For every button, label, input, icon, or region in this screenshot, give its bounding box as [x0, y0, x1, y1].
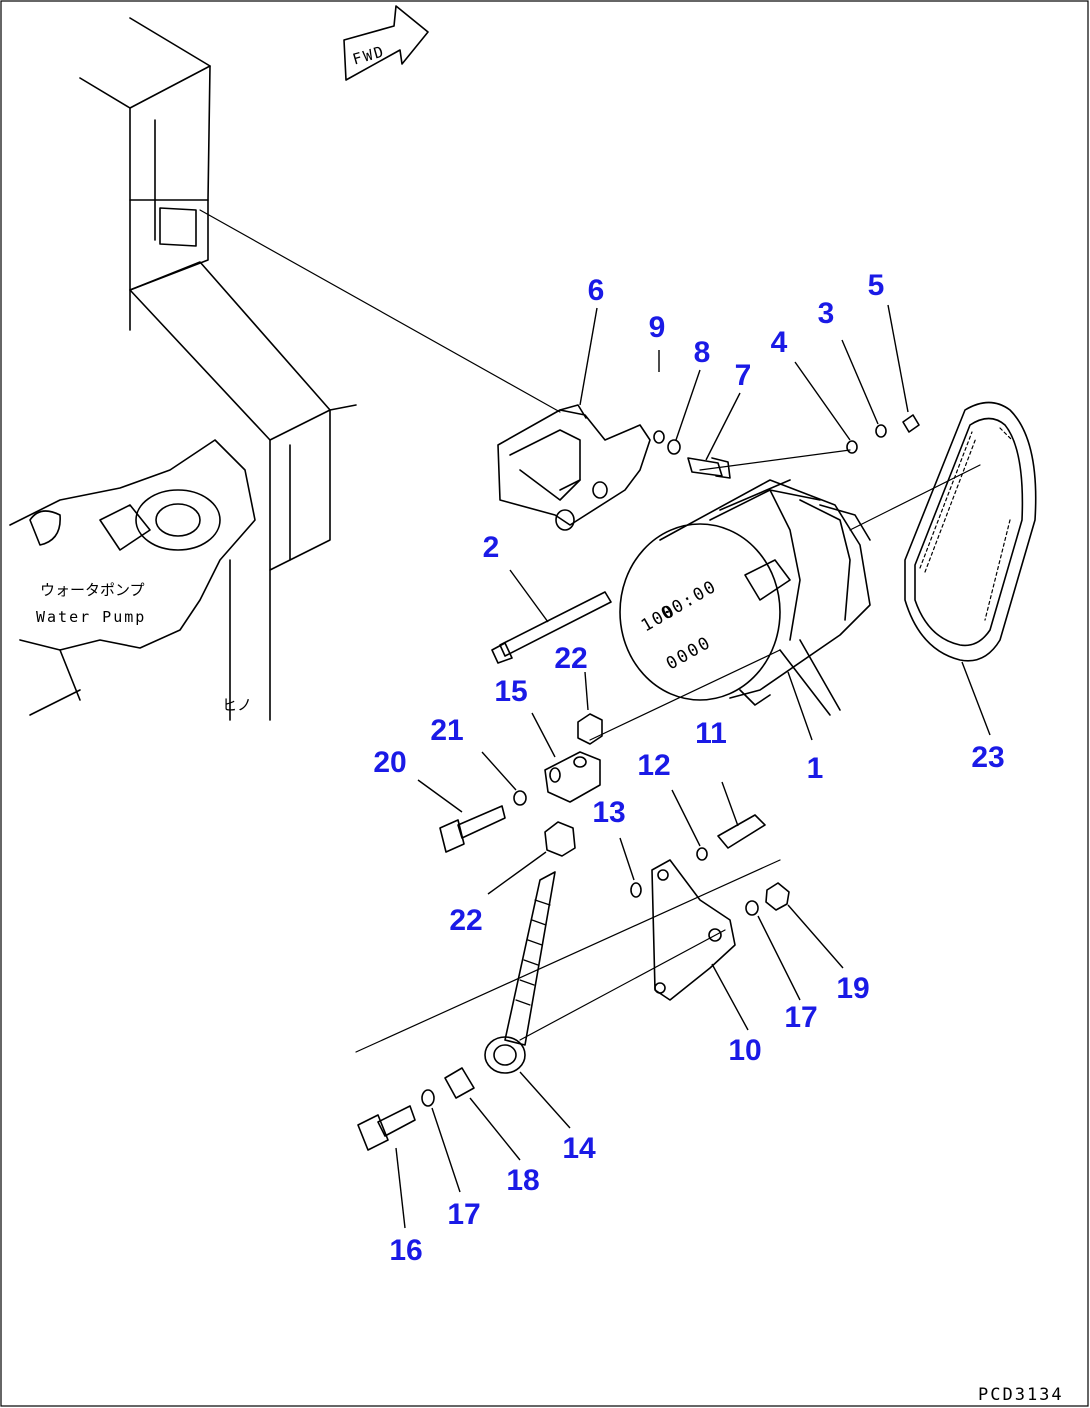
drawing-code: PCD3134 [978, 1385, 1064, 1405]
callout-14: 14 [562, 1132, 596, 1165]
alternator: 100 00:00 0000 [619, 479, 871, 716]
washer-4 [846, 440, 858, 454]
washer-3 [875, 424, 887, 438]
nut-22-lower [544, 821, 576, 857]
piping-jp-label: ヒノ [222, 696, 252, 714]
callout-17-right: 17 [784, 1001, 817, 1034]
callout-15: 15 [494, 675, 527, 708]
callout-8: 8 [694, 336, 711, 369]
washer-12 [696, 847, 708, 861]
adjusting-rod [484, 871, 556, 1074]
link-center-line [589, 649, 781, 741]
bolt-7-head [711, 457, 731, 479]
bolt-11 [717, 814, 766, 849]
callout-3: 3 [818, 297, 835, 330]
callout-23: 23 [971, 741, 1004, 774]
fwd-label: FWD [350, 42, 387, 68]
callout-2: 2 [483, 531, 500, 564]
washer-17-lower [421, 1089, 435, 1107]
callout-1: 1 [807, 752, 824, 785]
water-pump-en-label: Water Pump [36, 608, 146, 626]
long-bolt [491, 591, 612, 664]
callout-21: 21 [430, 714, 463, 747]
washer-13 [630, 882, 642, 898]
callout-17-lower: 17 [447, 1198, 480, 1231]
callout-9: 9 [649, 311, 666, 344]
nut-22-upper [577, 713, 603, 745]
belt-center-line [849, 464, 981, 531]
svg-text:00:00: 00:00 [658, 576, 721, 624]
callout-13: 13 [592, 796, 625, 829]
callout-7: 7 [735, 359, 752, 392]
engine-frame [79, 17, 357, 721]
callout-10: 10 [728, 1034, 761, 1067]
water-pump-jp-label: ウォータポンプ [40, 581, 145, 599]
collar-18 [444, 1067, 475, 1099]
fwd-arrow-icon: FWD [343, 5, 429, 81]
callout-12: 12 [637, 749, 670, 782]
upper-hardware [653, 414, 920, 479]
water-pump: ウォータポンプ Water Pump ヒノ [9, 439, 256, 716]
bolt-7 [687, 457, 723, 477]
svg-text:0000: 0000 [663, 633, 715, 675]
callout-6: 6 [588, 274, 605, 307]
nut-19 [765, 882, 790, 911]
callout-5: 5 [868, 269, 885, 302]
washer-17-right [745, 900, 759, 916]
callout-numbers: 1 2 3 4 5 6 7 8 9 10 11 12 13 14 15 16 1… [373, 269, 1004, 1267]
callout-11: 11 [695, 717, 727, 750]
adjusting-plate [651, 859, 736, 1001]
adjusting-link-block [544, 751, 601, 803]
frame-to-bracket-line [199, 209, 561, 413]
bolt-20 [439, 805, 506, 853]
alternator-bracket [497, 404, 651, 531]
callout-22-upper: 22 [554, 642, 587, 675]
adjuster-center-line [519, 929, 726, 1041]
bolt-16 [357, 1105, 416, 1151]
leader-lines [395, 304, 991, 1229]
callout-16: 16 [389, 1234, 422, 1267]
washer-8 [667, 439, 681, 455]
bolt-center-line [699, 449, 851, 471]
lower-center-line [355, 859, 781, 1053]
washer-21 [513, 790, 527, 806]
callout-20: 20 [373, 746, 406, 779]
callout-18: 18 [506, 1164, 539, 1197]
callout-19: 19 [836, 972, 869, 1005]
v-belt [904, 401, 1037, 662]
washer-9 [653, 430, 665, 444]
callout-4: 4 [771, 326, 788, 359]
callout-22-lower: 22 [449, 904, 482, 937]
nut-5 [902, 414, 920, 433]
